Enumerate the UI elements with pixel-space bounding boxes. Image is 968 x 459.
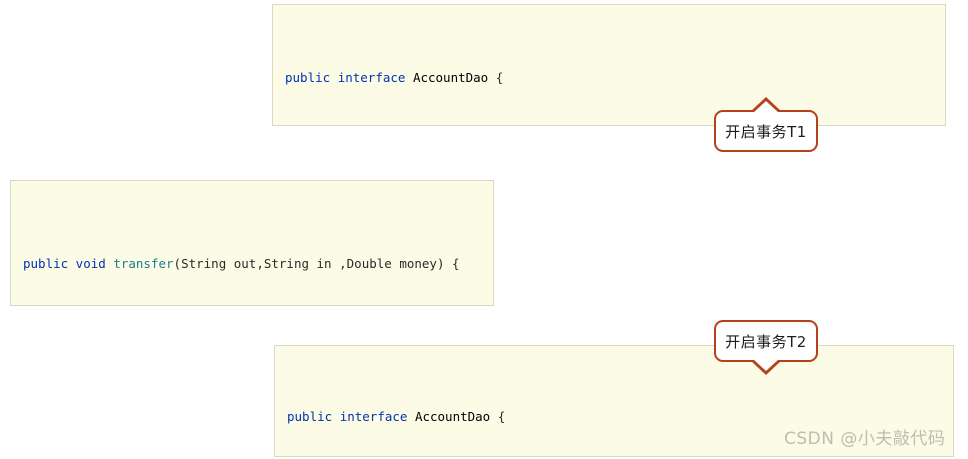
- type-name: AccountDao: [414, 409, 491, 424]
- callout-transaction-t2: 开启事务T2: [714, 320, 818, 375]
- keyword-public: public: [285, 70, 331, 85]
- code-line: public interface AccountDao {: [275, 404, 953, 430]
- keyword-interface: interface: [339, 409, 408, 424]
- callout-tail-fill-icon: [753, 359, 779, 371]
- callout-label: 开启事务T2: [725, 332, 807, 351]
- keyword-interface: interface: [337, 70, 406, 85]
- keyword-public: public: [287, 409, 333, 424]
- code-block-account-dao-out-money: public interface AccountDao { @Update("u…: [272, 4, 946, 126]
- code-block-transfer-method: public void transfer(String out,String i…: [10, 180, 494, 306]
- method-params: (String out,String in ,Double money) {: [173, 256, 460, 271]
- watermark: CSDN @小夫敲代码: [784, 429, 946, 449]
- callout-label: 开启事务T1: [725, 122, 807, 141]
- callout-transaction-t1: 开启事务T1: [714, 97, 818, 152]
- code-line: public interface AccountDao {: [273, 65, 945, 91]
- callout-tail-fill-icon: [753, 101, 779, 113]
- keyword-public-void: public void: [23, 256, 106, 271]
- code-block-account-dao-in-money: public interface AccountDao { @Update("u…: [274, 345, 954, 457]
- brace-open: {: [495, 70, 504, 85]
- type-name: AccountDao: [412, 70, 489, 85]
- brace-open: {: [497, 409, 506, 424]
- code-line: public void transfer(String out,String i…: [11, 251, 493, 277]
- method-name: transfer: [113, 256, 174, 271]
